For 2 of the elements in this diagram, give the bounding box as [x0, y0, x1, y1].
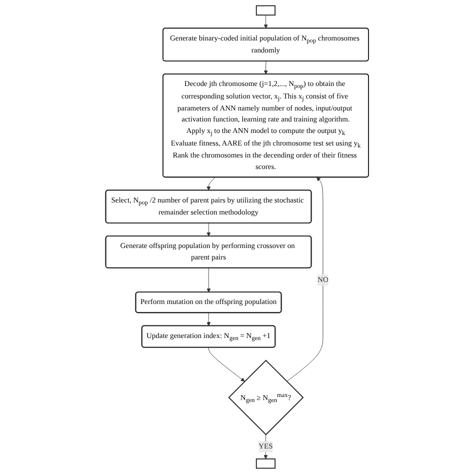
node-box: [256, 458, 276, 469]
node-box: [256, 5, 276, 16]
